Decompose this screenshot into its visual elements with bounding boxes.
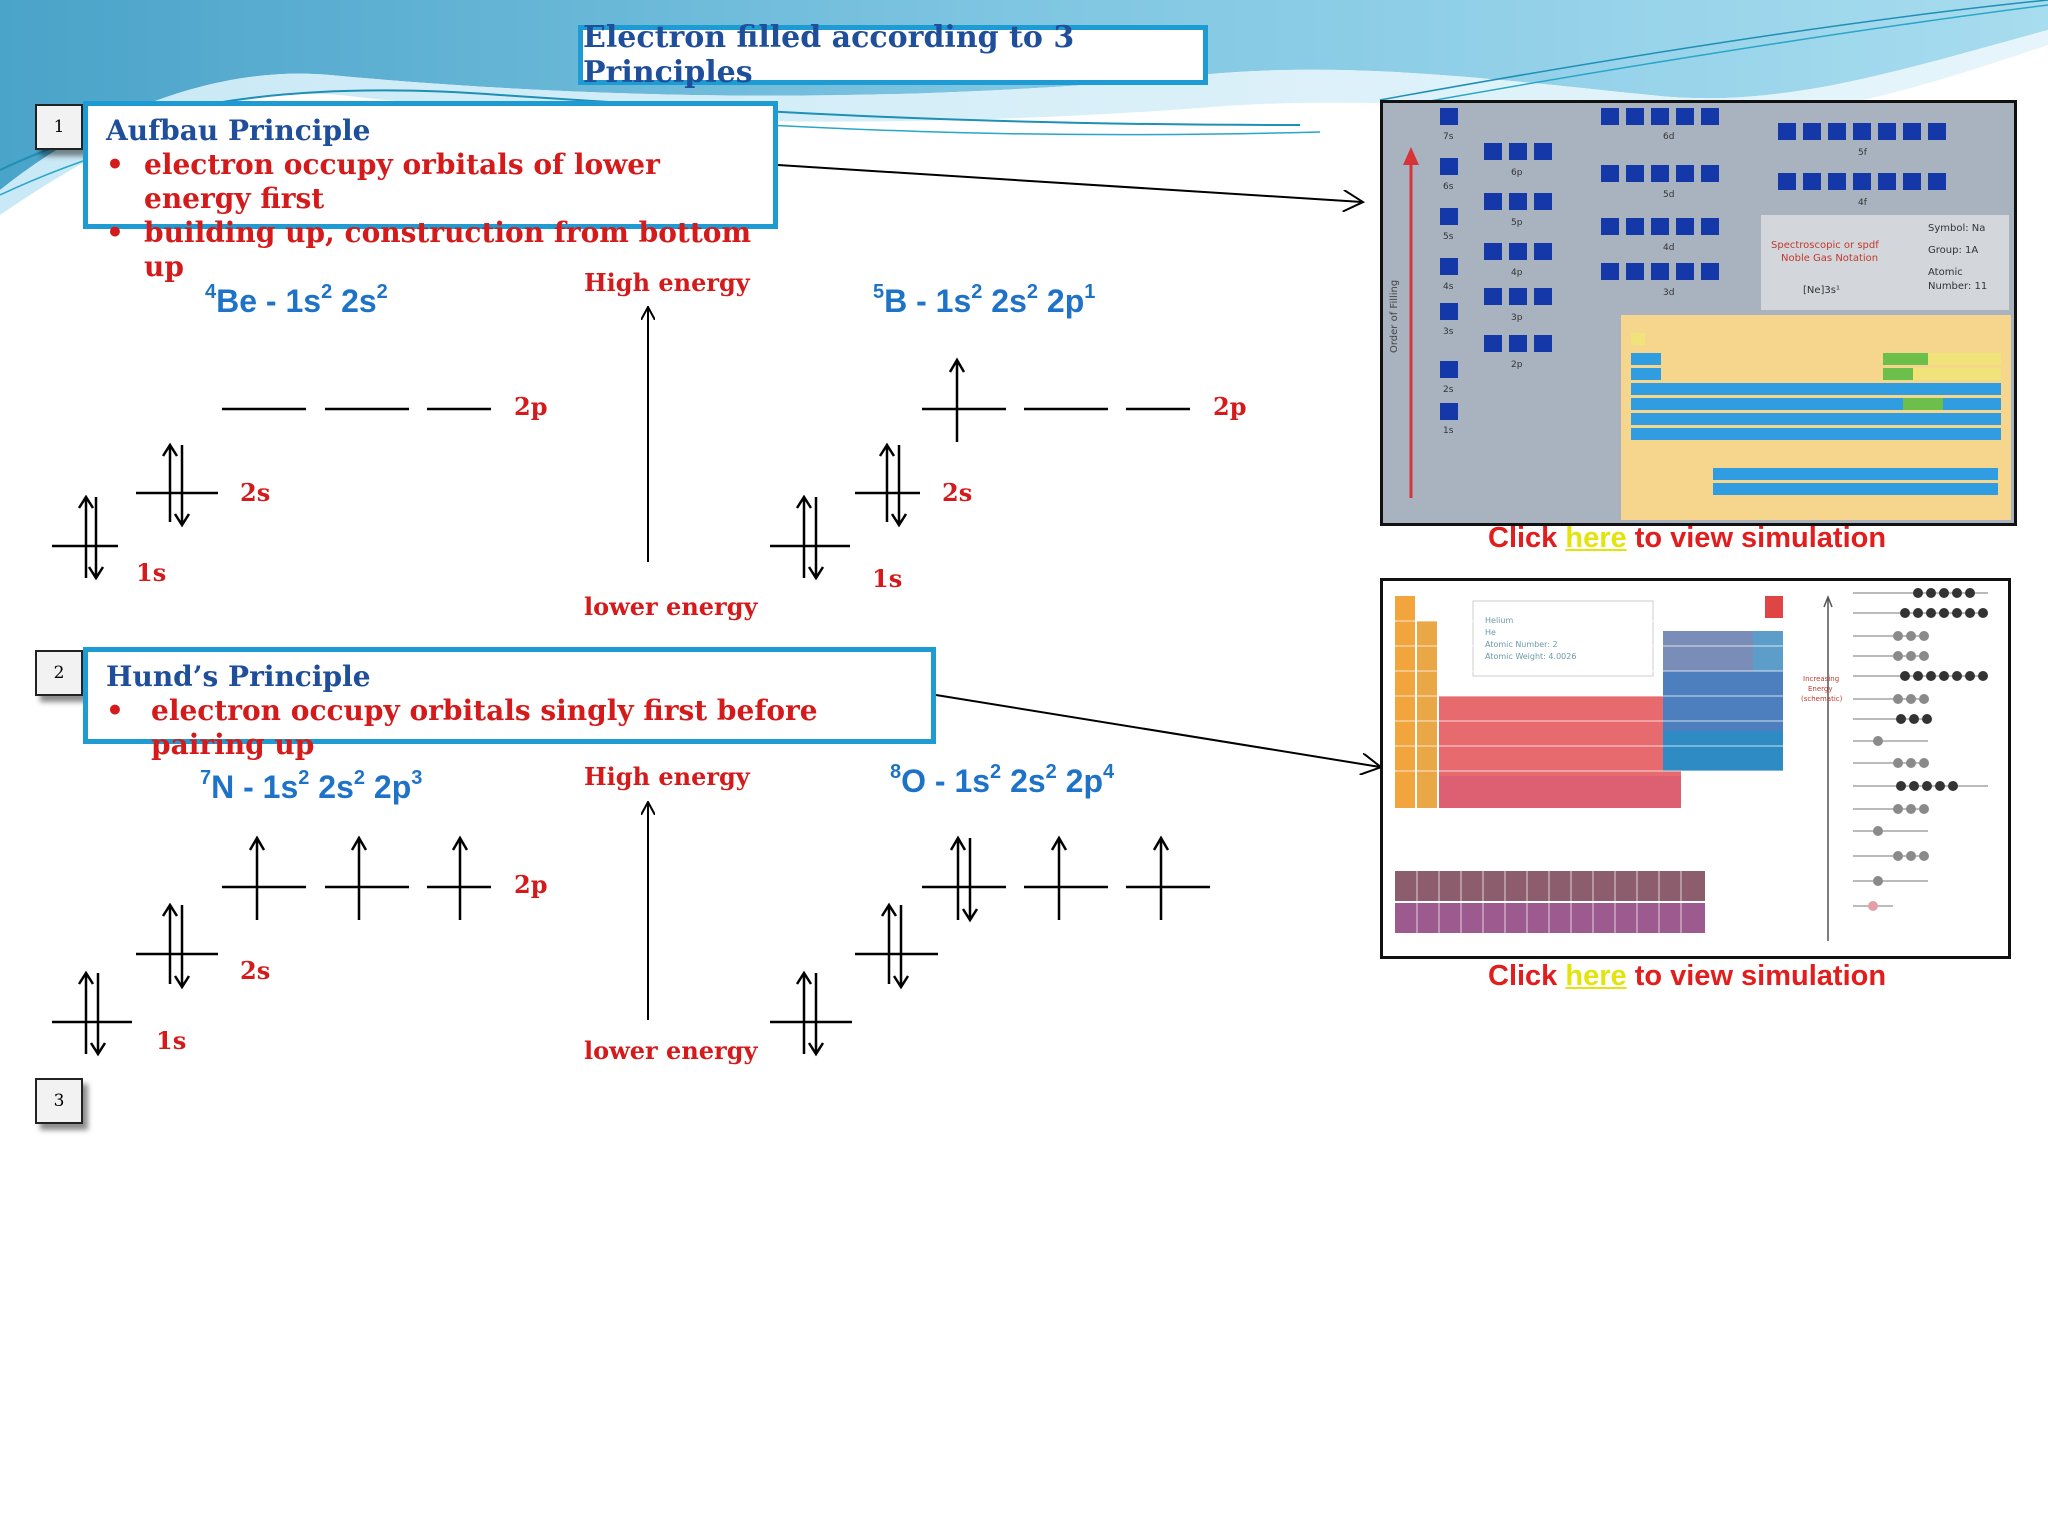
aufbau-bullet-2: •building up, construction from bottom u… (106, 216, 752, 283)
energy-arrow-label-1: Increasing (1803, 675, 1839, 683)
high-energy-label-bottom: High energy (572, 756, 762, 797)
b-formula: 5B - 1s2 2s2 2p1 (873, 281, 1096, 319)
info-atomic-weight: Atomic Weight: 4.0026 (1485, 652, 1576, 661)
info-atomic: Atomic (1928, 267, 1963, 278)
b-2s-label: 2s (930, 472, 985, 513)
slide-title: Electron filled according to 3 Principle… (578, 20, 1208, 90)
orbital-label-4f: 4f (1858, 198, 1868, 208)
info-spdf-line2: Noble Gas Notation (1781, 253, 1878, 264)
orbital-label-3s: 3s (1443, 327, 1454, 337)
hund-bullet-1: •electron occupy orbitals singly first b… (106, 694, 818, 761)
orbital-label-4d: 4d (1663, 243, 1674, 253)
here-link-1[interactable]: here (1565, 522, 1627, 554)
orbital-label-1s: 1s (1443, 426, 1454, 436)
orbital-label-2s: 2s (1443, 385, 1454, 395)
o-formula: 8O - 1s2 2s2 2p4 (890, 761, 1115, 799)
n-formula: 7N - 1s2 2s2 2p3 (200, 767, 423, 805)
orbital-label-3d: 3d (1663, 288, 1674, 298)
info-element-name: Helium (1485, 616, 1513, 625)
simulation-link-2: Click here to view simulation (1488, 960, 1887, 992)
hund-simulation-thumbnail[interactable]: Helium He Atomic Number: 2 Atomic Weight… (1380, 578, 2011, 959)
info-symbol: Symbol: Na (1928, 223, 1985, 234)
n-2p-label: 2p (502, 864, 560, 905)
orbital-label-5d: 5d (1663, 190, 1674, 200)
lower-energy-label-bottom: lower energy (572, 1030, 770, 1071)
be-2p-label: 2p (502, 386, 560, 427)
principle-number-1: 1 (35, 104, 83, 150)
be-2s-label: 2s (228, 472, 283, 513)
aufbau-principle-box: Aufbau Principle •electron occupy orbita… (83, 101, 778, 283)
info-element-symbol: He (1485, 628, 1496, 637)
energy-arrow-label-3: (schematic) (1801, 695, 1843, 703)
high-energy-label-top: High energy (572, 262, 762, 303)
orbital-label-5s: 5s (1443, 232, 1454, 242)
orbital-label-6d: 6d (1663, 132, 1674, 142)
orbital-label-5f: 5f (1858, 148, 1868, 158)
b-2p-label: 2p (1201, 386, 1259, 427)
lower-energy-label-top: lower energy (572, 586, 770, 627)
orbital-label-4s: 4s (1443, 282, 1454, 292)
b-1s-label: 1s (860, 558, 915, 599)
o-orbital-diagram (770, 835, 1210, 1057)
info-notation: [Ne]3s¹ (1803, 285, 1840, 296)
info-spdf-line1: Spectroscopic or spdf (1771, 240, 1879, 251)
orbital-label-6p: 6p (1511, 168, 1523, 178)
info-group: Group: 1A (1928, 245, 1978, 256)
orbital-label-5p: 5p (1511, 218, 1523, 228)
n-1s-label: 1s (144, 1020, 199, 1061)
aufbau-bullet-1: •electron occupy orbitals of lower energ… (106, 148, 660, 215)
simulation-link-1: Click here to view simulation (1488, 522, 1887, 554)
n-orbital-diagram (52, 835, 491, 1057)
n-2s-label: 2s (228, 950, 283, 991)
orbital-label-4p: 4p (1511, 268, 1523, 278)
be-formula: 4Be - 1s2 2s2 (205, 281, 388, 319)
energy-arrow-label-2: Energy (1808, 685, 1833, 693)
principle-number-2: 2 (35, 650, 83, 696)
aufbau-connector-arrow (777, 164, 1362, 202)
aufbau-simulation-thumbnail[interactable]: 7s 6s 5s 4s 3s 2s 1s 6p 5p 4p 3p 2p 6d 5… (1380, 100, 2017, 526)
hund-principle-box: Hund’s Principle •electron occupy orbita… (83, 647, 936, 761)
hund-connector-arrow (935, 694, 1380, 767)
order-of-filling-label: Order of Filling (1389, 280, 1400, 353)
be-orbital-diagram (52, 407, 491, 581)
orbital-label-7s: 7s (1443, 132, 1454, 142)
orbital-label-2p: 2p (1511, 360, 1523, 370)
aufbau-heading: Aufbau Principle (106, 114, 371, 147)
here-link-2[interactable]: here (1565, 960, 1627, 992)
info-number: Number: 11 (1928, 281, 1987, 292)
orbital-label-3p: 3p (1511, 313, 1523, 323)
be-1s-label: 1s (124, 552, 179, 593)
b-orbital-diagram (770, 357, 1190, 581)
orbital-label-6s: 6s (1443, 182, 1454, 192)
info-atomic-number: Atomic Number: 2 (1485, 640, 1558, 649)
periodic-table-chart: Helium He Atomic Number: 2 Atomic Weight… (1383, 581, 2008, 956)
principle-number-3: 3 (35, 1078, 83, 1124)
orbital-filling-chart: 7s 6s 5s 4s 3s 2s 1s 6p 5p 4p 3p 2p 6d 5… (1383, 103, 2014, 523)
hund-heading: Hund’s Principle (106, 660, 371, 693)
